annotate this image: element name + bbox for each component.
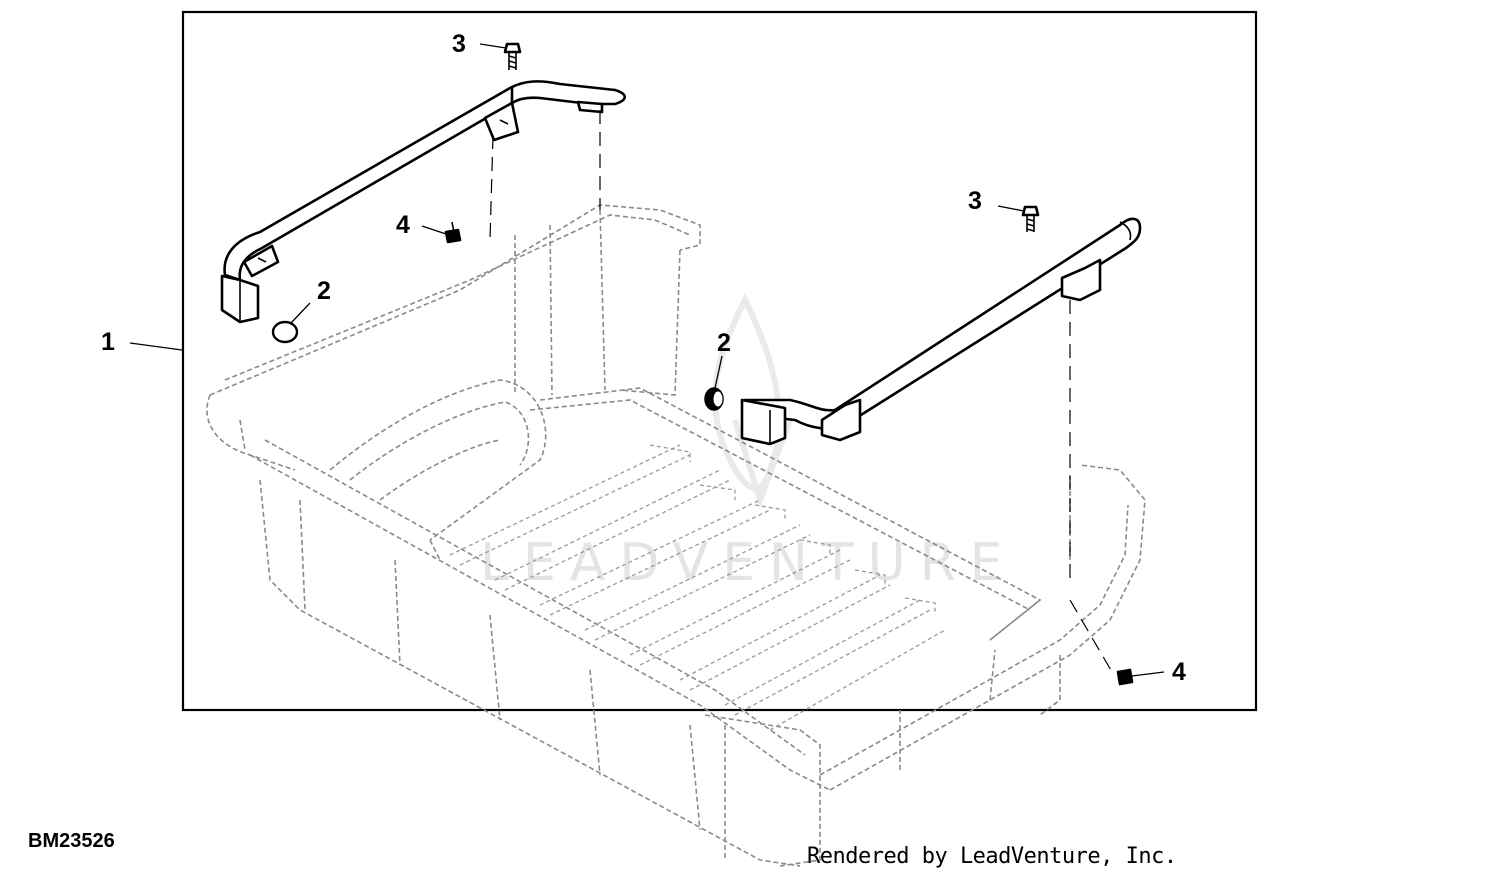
render-credit: Rendered by LeadVenture, Inc. [807,844,1177,869]
assembly-guides [489,110,1113,673]
callout-nut-left: 4 [396,211,410,239]
side-rail-right [740,217,1142,446]
bolt-left [503,42,522,70]
figure-id: BM23526 [28,830,115,852]
callout-bolt-right: 3 [968,187,982,215]
leader-lines [129,43,1165,677]
callout-plug-right: 2 [717,329,731,357]
cargo-box-phantom [206,204,1146,867]
watermark-text: LEADVENTURE [480,533,1017,593]
watermark-logo [711,293,793,510]
callout-kit: 1 [101,328,115,356]
nut-left [444,221,462,244]
callout-bolt-left: 3 [452,30,466,58]
nut-right [1116,668,1134,686]
bolt-right [1021,205,1040,232]
callout-plug-left: 2 [317,277,331,305]
plug-left [271,320,299,344]
kit-frame [181,10,1258,712]
side-rail-left [220,80,626,324]
plug-right [704,387,724,411]
callout-nut-right: 4 [1172,658,1186,686]
